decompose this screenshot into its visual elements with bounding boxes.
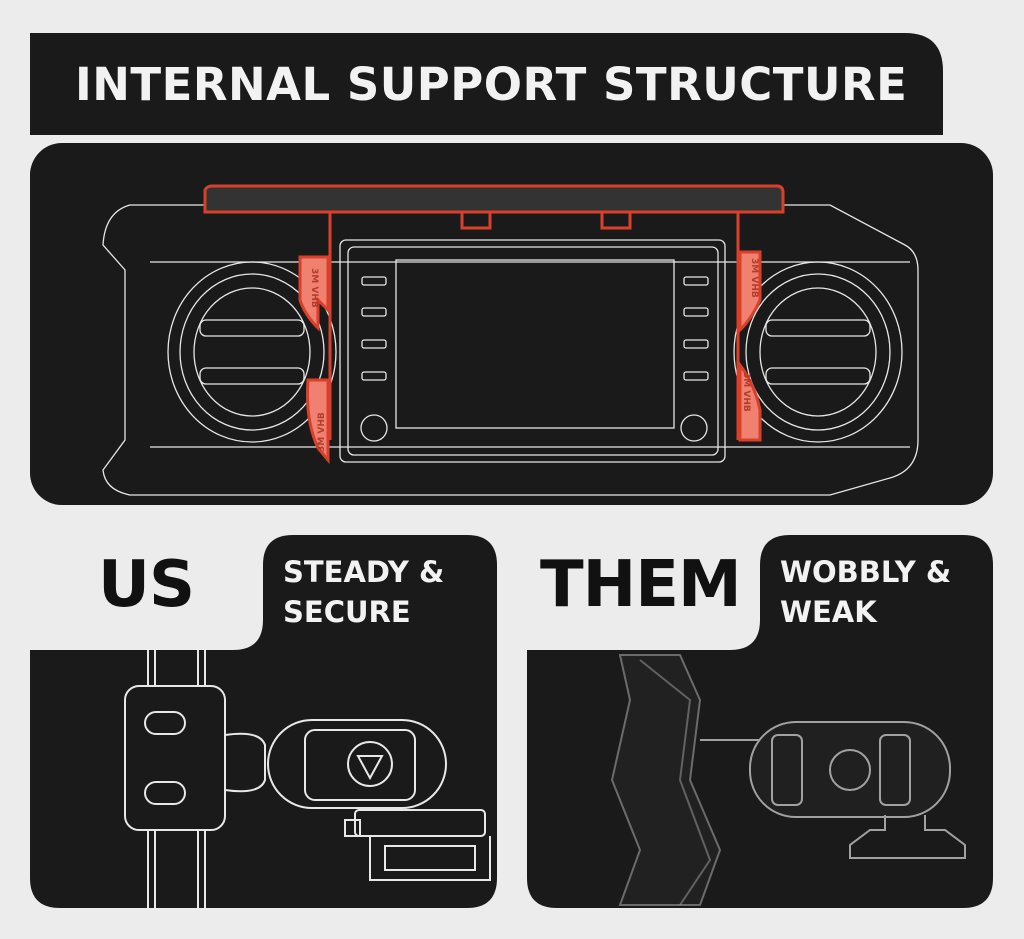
us-tagline-line-2: SECURE [283, 595, 411, 629]
adhesive-label-right-top: 3M VHB [749, 258, 759, 298]
them-tagline-line-1: WOBBLY & [780, 555, 952, 589]
us-tagline: STEADY & SECURE [283, 552, 444, 632]
them-mount-illustration [610, 654, 966, 906]
page-title: INTERNAL SUPPORT STRUCTURE [75, 58, 908, 111]
them-tagline-line-2: WEAK [780, 595, 877, 629]
them-label: THEM [540, 548, 742, 622]
us-mount-illustration [124, 650, 491, 908]
them-tagline: WOBBLY & WEAK [780, 552, 951, 632]
us-tagline-line-1: STEADY & [283, 555, 445, 589]
dashboard-outline [102, 204, 919, 496]
title-banner [30, 33, 943, 135]
adhesive-label-left-bottom: 3M VHB [317, 412, 327, 452]
adhesive-label-right-bottom: 3M VHB [741, 372, 751, 412]
adhesive-label-left-top: 3M VHB [309, 268, 319, 308]
support-structure [203, 184, 785, 465]
us-label: US [98, 548, 195, 622]
